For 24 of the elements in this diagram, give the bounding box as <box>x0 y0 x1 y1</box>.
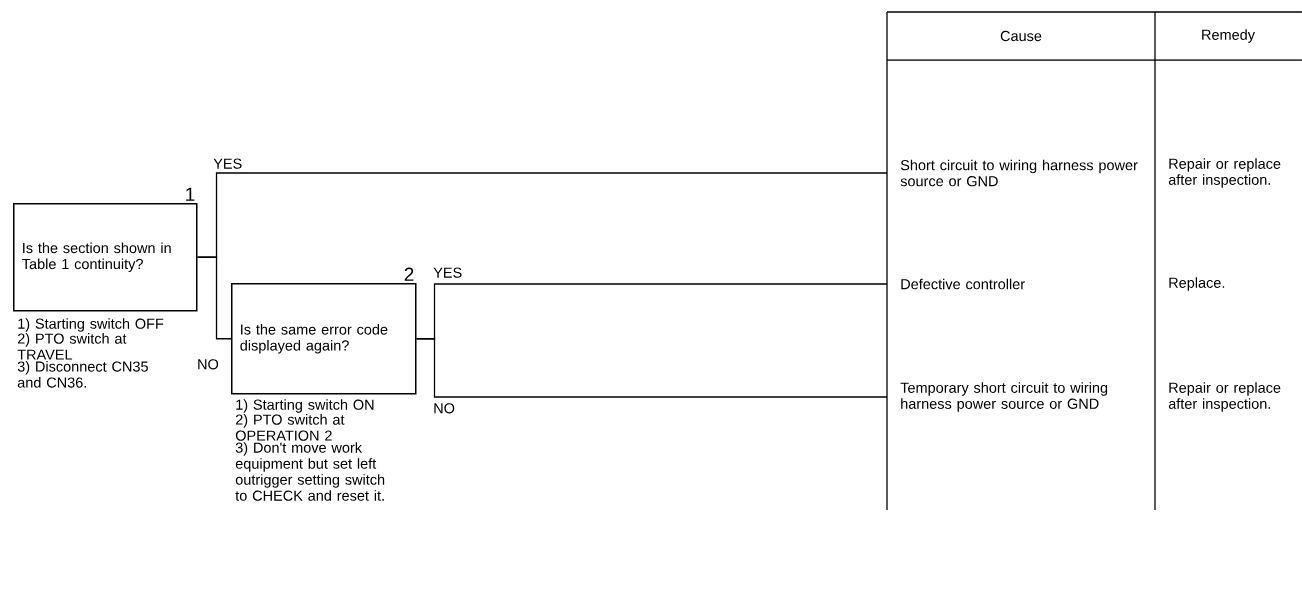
column-header: Cause <box>1000 30 1042 42</box>
question-box: Is the same error code displayed again? 2 <box>231 267 417 395</box>
node-label: 1 <box>186 187 195 201</box>
node-label: 2 <box>404 267 414 281</box>
question-box: Is the section shown in Table 1 continuity? 1 <box>13 187 198 312</box>
edge-label: YES <box>212 157 244 170</box>
condition-note: 1) Starting switch OFF <box>18 318 164 332</box>
column-header: Remedy <box>1202 29 1255 43</box>
condition-note: 3) Don't move work equipment but set left outrigger setting switch to CHECK and reset it. <box>235 442 385 501</box>
edge-label: NO <box>432 402 456 415</box>
connector-line <box>415 338 888 398</box>
cause-text: Short circuit to wiring harness power source or GND <box>900 159 1138 187</box>
edge-label: NO <box>196 358 220 371</box>
condition-note: 3) Disconnect CN35 and CN36. <box>17 361 148 388</box>
remedy-text: Replace. <box>1169 277 1225 291</box>
remedy-text: Repair or replace after inspection. <box>1168 158 1281 188</box>
cause-text: Temporary short circuit to wiring harness power source or GND <box>900 382 1108 412</box>
condition-note: 2) PTO switch at OPERATION 2 <box>235 414 345 441</box>
remedy-text: Repair or replace after inspection. <box>1168 382 1281 412</box>
connector-line <box>196 256 232 340</box>
condition-note: 1) Starting switch ON <box>236 399 374 413</box>
cause-text: Defective controller <box>901 278 1025 290</box>
edge-label: YES <box>432 266 464 279</box>
condition-note: 2) PTO switch at TRAVEL <box>17 333 127 360</box>
